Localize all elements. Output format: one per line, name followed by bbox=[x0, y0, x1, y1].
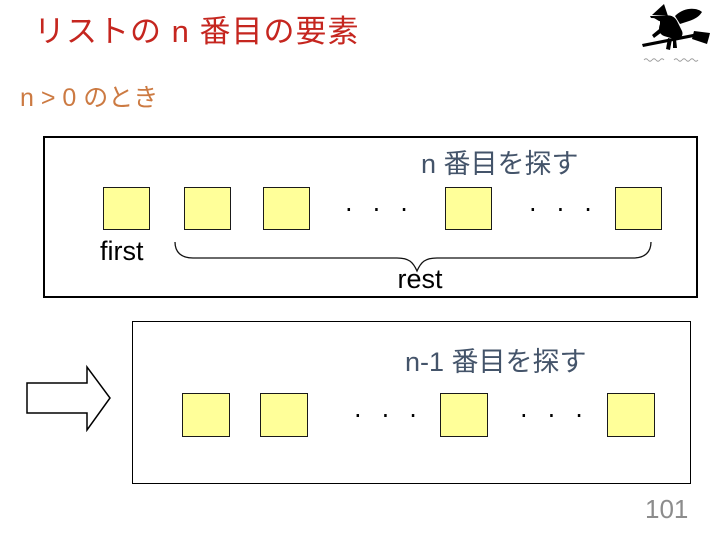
list-cell bbox=[440, 393, 488, 437]
ellipsis-dots: ··· bbox=[354, 402, 437, 430]
page-number: 101 bbox=[645, 494, 689, 524]
list-cell bbox=[445, 187, 492, 230]
list-cell bbox=[607, 393, 655, 437]
list-cell bbox=[103, 187, 150, 230]
bottom-diagram-caption: n-1 番目を探す bbox=[405, 347, 587, 377]
top-diagram-caption: n 番目を探す bbox=[421, 149, 579, 179]
right-arrow-icon bbox=[26, 364, 111, 432]
top-diagram-box: n 番目を探す ··· ··· first rest bbox=[43, 136, 698, 298]
rest-label: rest bbox=[397, 264, 443, 294]
slide-title: リストの n 番目の要素 bbox=[34, 14, 360, 49]
list-cell bbox=[184, 187, 231, 230]
list-cell bbox=[260, 393, 308, 437]
list-cell bbox=[615, 187, 662, 230]
witch-on-broom-icon bbox=[642, 4, 710, 62]
first-label: first bbox=[100, 236, 144, 266]
list-cell bbox=[263, 187, 310, 230]
list-cell bbox=[182, 393, 230, 437]
rest-brace bbox=[174, 241, 652, 273]
condition-subtitle: n > 0 のとき bbox=[20, 84, 159, 112]
bottom-diagram-box: n-1 番目を探す ··· ··· bbox=[132, 321, 691, 484]
ellipsis-dots: ··· bbox=[520, 402, 603, 430]
ellipsis-dots: ··· bbox=[345, 196, 428, 224]
ellipsis-dots: ··· bbox=[529, 196, 612, 224]
